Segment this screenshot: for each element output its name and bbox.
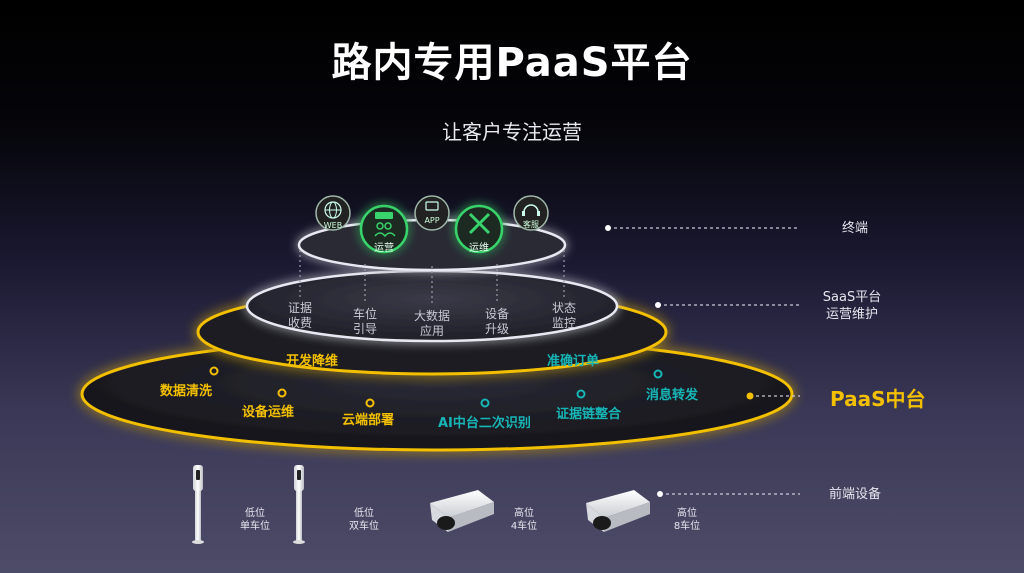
page-subtitle: 让客户专注运营 bbox=[442, 120, 582, 144]
paas-module: 消息转发 bbox=[646, 388, 699, 403]
connector-lines bbox=[299, 250, 565, 306]
device-label: 低位单车位 bbox=[240, 508, 270, 532]
ring-label-left: 开发降维 bbox=[286, 354, 339, 369]
terminal-label-operations: 运营 bbox=[374, 243, 394, 254]
terminal-label-app: APP bbox=[424, 216, 440, 225]
layer-label-terminal: 终端 bbox=[841, 221, 868, 236]
layer-label-paas: PaaS中台 bbox=[830, 387, 926, 411]
pole-device bbox=[293, 465, 305, 544]
paas-module: 云端部署 bbox=[342, 413, 395, 428]
app-icon bbox=[414, 195, 450, 231]
saas-module: 证据收费 bbox=[287, 301, 312, 330]
paas-module: 数据清洗 bbox=[160, 384, 213, 399]
camera-device bbox=[586, 490, 650, 532]
pole-device bbox=[192, 465, 204, 544]
paas-module: AI中台二次识别 bbox=[438, 416, 531, 431]
leader-dot bbox=[655, 302, 661, 308]
tools-icon bbox=[454, 204, 504, 254]
saas-module: 状态监控 bbox=[551, 301, 576, 330]
leader-dot bbox=[657, 491, 663, 497]
operations-icon bbox=[359, 204, 409, 254]
saas-module: 车位引导 bbox=[352, 307, 377, 336]
leader-lines bbox=[608, 227, 800, 495]
camera-device bbox=[430, 490, 494, 532]
saas-module: 大数据应用 bbox=[413, 309, 450, 338]
module-markers bbox=[209, 366, 663, 408]
layer-label-saas: SaaS平台运营维护 bbox=[822, 290, 882, 322]
leader-dot bbox=[746, 392, 754, 400]
device-label: 低位双车位 bbox=[349, 508, 379, 532]
ring-label-right: 准确订单 bbox=[547, 354, 600, 369]
leader-dot bbox=[605, 225, 611, 231]
terminal-label-service: 客服 bbox=[523, 220, 539, 229]
globe-icon bbox=[315, 195, 351, 231]
paas-module: 设备运维 bbox=[242, 405, 295, 420]
layer-label-front: 前端设备 bbox=[828, 487, 881, 502]
page-title: 路内专用PaaS平台 bbox=[331, 40, 693, 86]
terminal-label-web: WEB bbox=[323, 221, 343, 230]
headset-icon bbox=[513, 195, 549, 231]
terminal-label-maintenance: 运维 bbox=[469, 243, 489, 254]
paas-module: 证据链整合 bbox=[556, 407, 622, 422]
saas-module: 设备升级 bbox=[484, 307, 509, 336]
